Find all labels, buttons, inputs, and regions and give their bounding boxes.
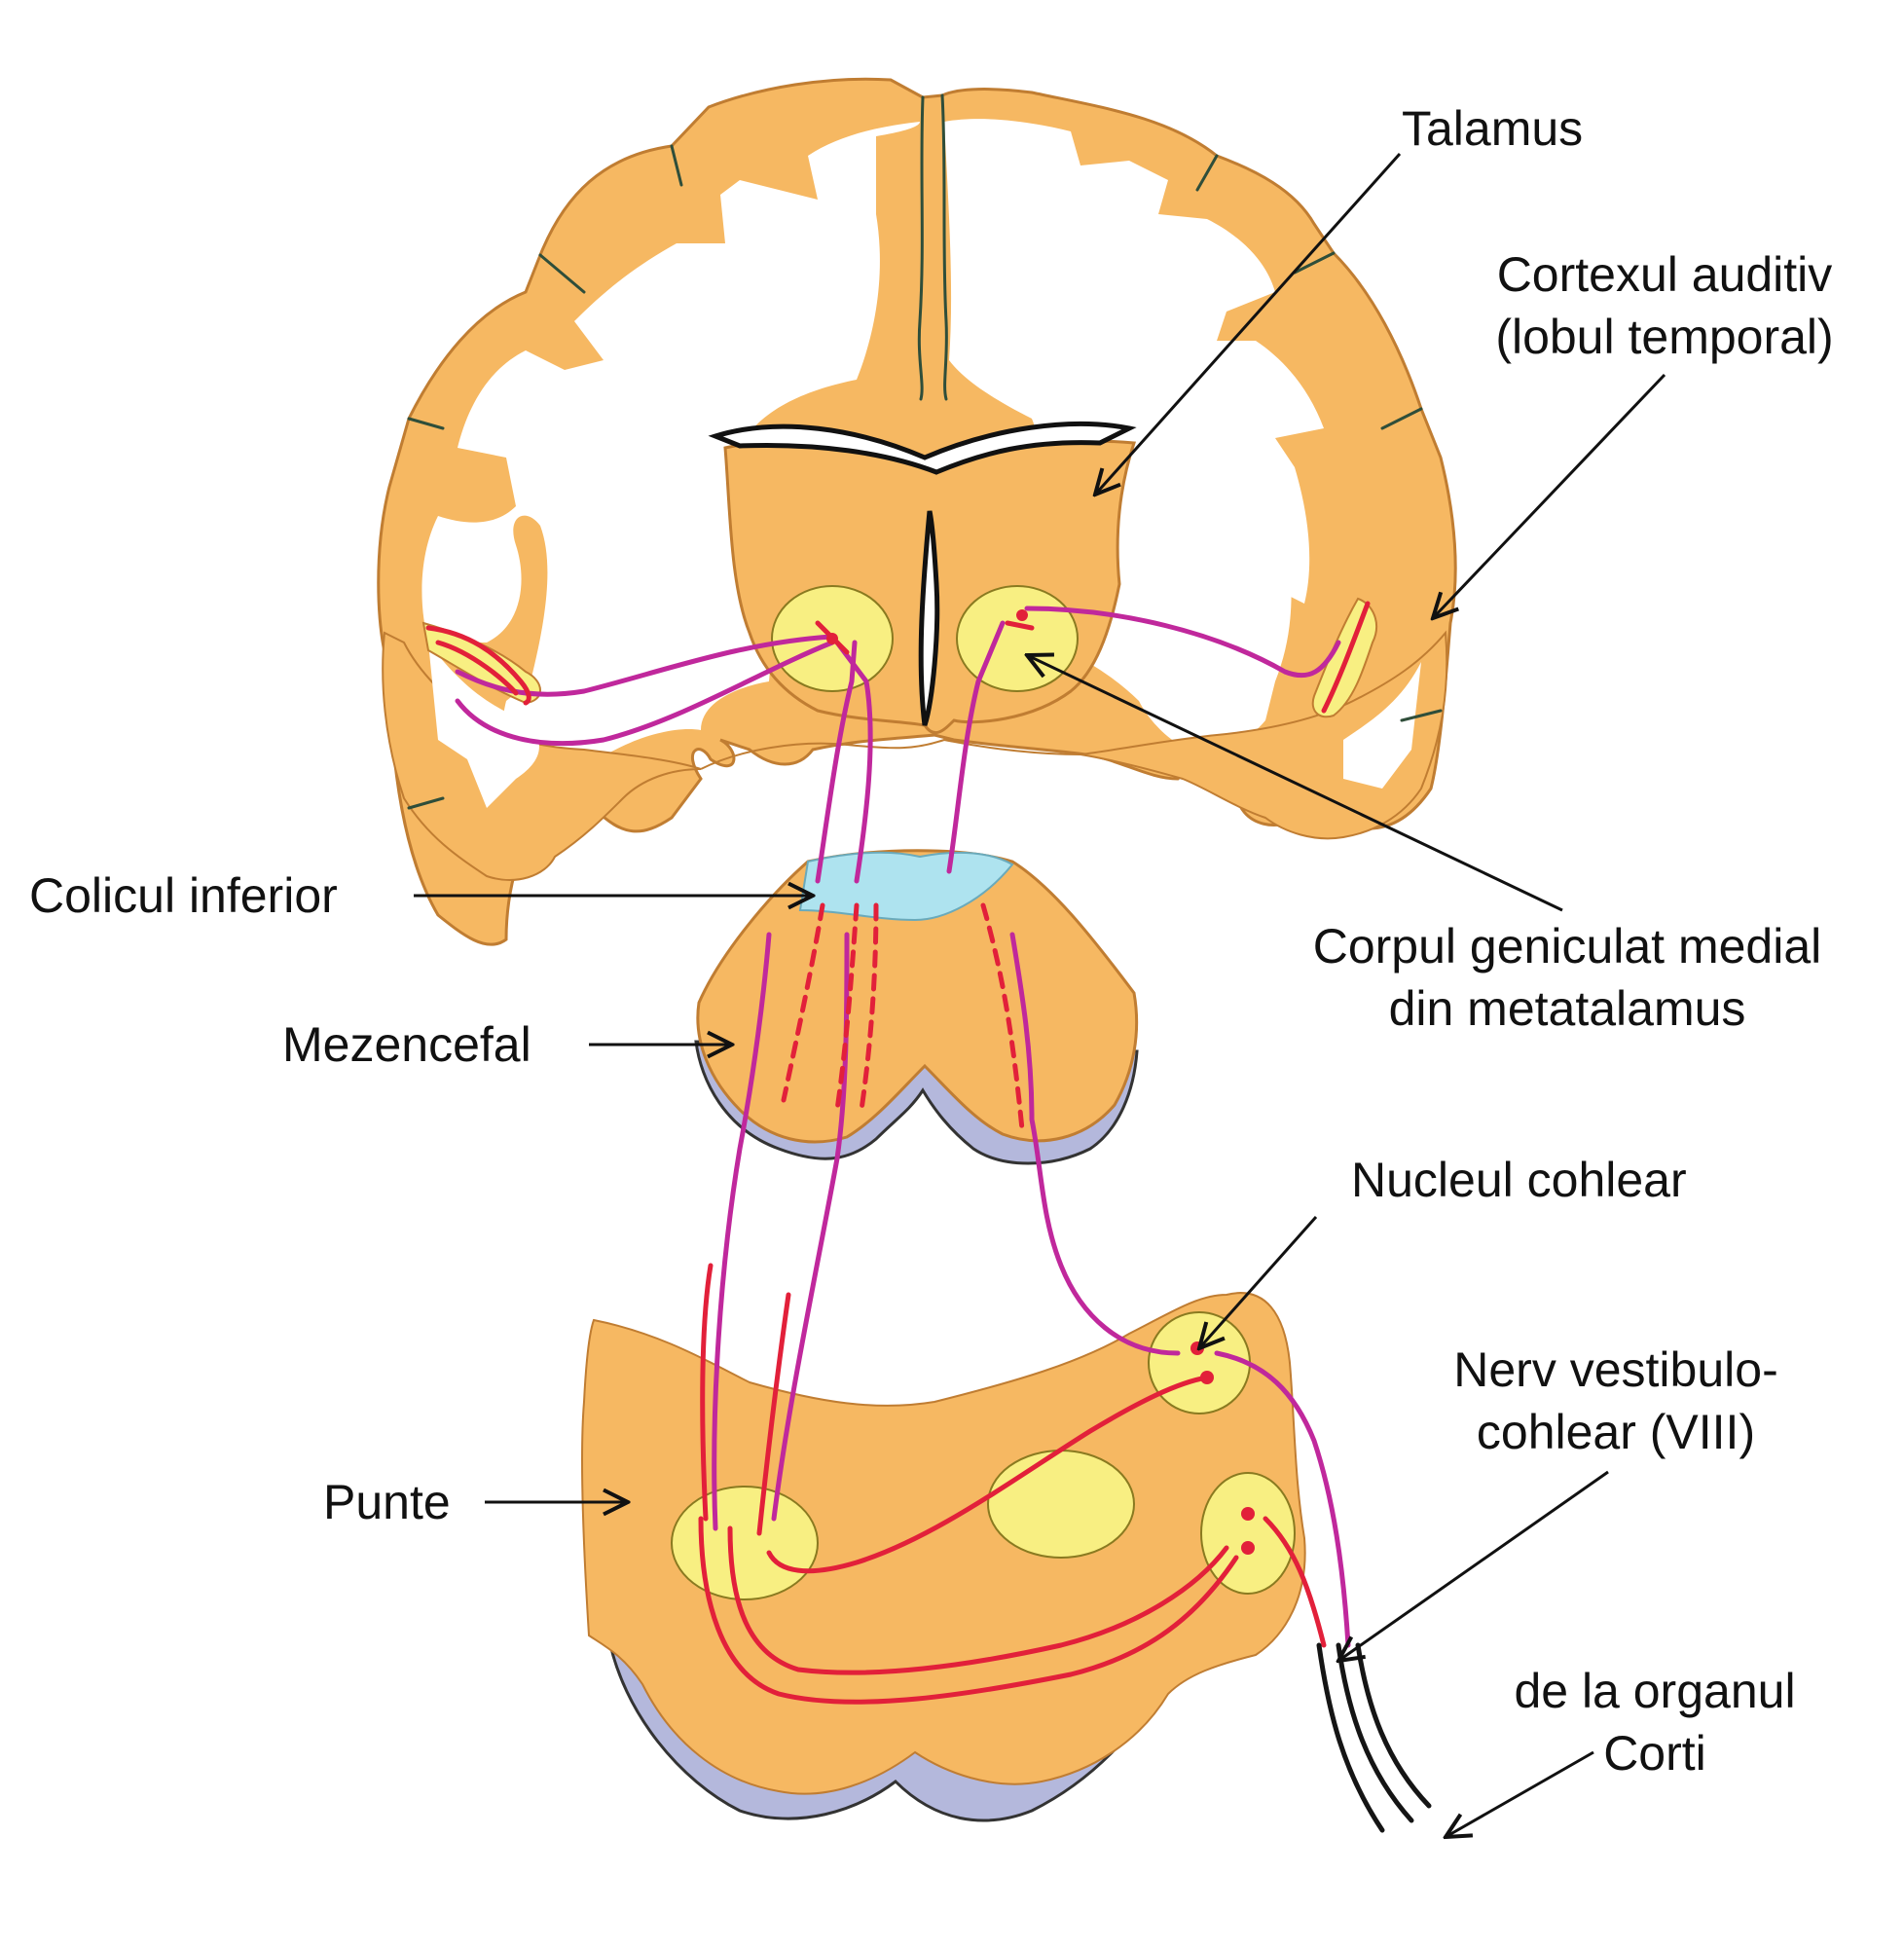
red-olive-inner <box>727 1525 1229 1675</box>
path-colliculus-to-mgb-right <box>946 620 1006 874</box>
path-nucleus-to-colliculus-right <box>1009 932 1181 1356</box>
label-cortexul-auditiv: Cortexul auditiv (lobul temporal) <box>1450 243 1879 368</box>
path-olive-to-colliculus-left <box>712 932 772 1531</box>
path-mgb-left-to-cortex-lower <box>455 640 835 747</box>
lower-fissure <box>700 738 1081 770</box>
midbrain <box>694 849 1139 1165</box>
label-corpul-line1: Corpul geniculat medial <box>1312 919 1822 974</box>
label-colicul-inferior: Colicul inferior <box>29 868 338 923</box>
nerve-fiber-3 <box>1355 1642 1432 1809</box>
right-white-matter <box>944 119 1324 751</box>
path-colliculus-to-mgb-left <box>815 640 858 884</box>
red-olive-up-left <box>700 1263 714 1522</box>
label-mezencefal: Mezencefal <box>282 1017 531 1072</box>
dashed-path-2 <box>834 902 860 1113</box>
red-cochlear-to-nerve <box>1263 1516 1327 1648</box>
label-cortexul-auditiv-line2: (lobul temporal) <box>1495 310 1834 364</box>
dashed-path-4 <box>980 902 1025 1132</box>
path-colliculus-to-mgb-left-2 <box>834 640 873 884</box>
path-mgb-right-to-cortex <box>1024 606 1341 679</box>
arrow-organ <box>1446 1750 1594 1837</box>
brain-coronal-section <box>377 77 1457 946</box>
leader-arrows <box>414 153 1666 1837</box>
synapse-dot <box>1200 1371 1214 1384</box>
sulci <box>407 93 1443 810</box>
pons-body <box>580 1292 1306 1795</box>
arrow-talamus <box>1095 153 1402 495</box>
right-temporal-lobe <box>1080 630 1448 840</box>
arrow-nucleul <box>1199 1216 1318 1348</box>
right-medial-geniculate-body <box>956 585 1079 692</box>
nerve-fiber-2 <box>1336 1642 1414 1823</box>
red-olive-to-nucleus <box>766 1375 1210 1574</box>
auditory-pathways <box>425 601 1371 1705</box>
ventricle-cap <box>708 421 1137 475</box>
synapse-dot <box>1241 1541 1255 1555</box>
superior-olivary-complex <box>671 1486 819 1600</box>
path-cochlear-nucleus-to-nerve <box>1214 1350 1351 1648</box>
label-cortexul-auditiv-line1: Cortexul auditiv <box>1496 247 1833 302</box>
third-ventricle <box>918 510 940 726</box>
pons <box>580 1292 1306 1822</box>
label-organ-line2: Corti <box>1603 1726 1706 1781</box>
inferior-colliculus <box>798 851 1014 922</box>
arrow-corpul <box>1027 655 1563 912</box>
label-organ-line1: de la organul <box>1514 1664 1796 1718</box>
label-corpul-geniculat-medial: Corpul geniculat medial din metatalamus <box>1256 915 1879 1040</box>
path-mgb-left-to-cortex-upper <box>455 634 835 697</box>
label-nucleul-cohlear: Nucleul cohlear <box>1351 1153 1687 1207</box>
red-right-cortex <box>1321 601 1371 714</box>
label-talamus: Talamus <box>1402 101 1584 156</box>
cochlear-nucleus-lower <box>1200 1472 1296 1595</box>
red-left-cortex-1 <box>425 625 531 706</box>
label-nerv-line1: Nerv vestibulo- <box>1453 1342 1778 1397</box>
label-corpul-line2: din metatalamus <box>1388 981 1746 1036</box>
label-nerv-line2: cohlear (VIII) <box>1476 1405 1756 1459</box>
red-olive-outer <box>698 1516 1239 1705</box>
left-white-matter <box>421 122 920 779</box>
red-olive-up-mid <box>756 1292 791 1536</box>
arrow-cortex <box>1433 373 1666 618</box>
nerve-fiber-1 <box>1316 1642 1385 1833</box>
label-nerv-vestibulo-cohlear: Nerv vestibulo- cohlear (VIII) <box>1402 1339 1830 1463</box>
cochlear-nucleus-upper <box>1148 1311 1251 1414</box>
red-mgb-right-spoke <box>1005 620 1035 631</box>
pons-central-nucleus <box>987 1450 1135 1559</box>
label-punte: Punte <box>323 1475 451 1529</box>
dashed-path-3 <box>859 902 879 1113</box>
dashed-path-1 <box>781 902 825 1103</box>
arrow-nerv <box>1338 1470 1609 1661</box>
right-temporal-lobe-inner <box>1343 662 1421 789</box>
vestibulocochlear-nerve <box>1316 1642 1432 1833</box>
synapse-dot <box>826 633 838 644</box>
red-left-cortex-2 <box>435 640 519 696</box>
synapse-dot <box>1016 609 1028 621</box>
path-olive-to-colliculus-mid <box>771 932 850 1522</box>
midbrain-body <box>696 849 1139 1144</box>
label-organul-corti: de la organul Corti <box>1480 1660 1830 1784</box>
synapse-dot <box>1241 1507 1255 1521</box>
